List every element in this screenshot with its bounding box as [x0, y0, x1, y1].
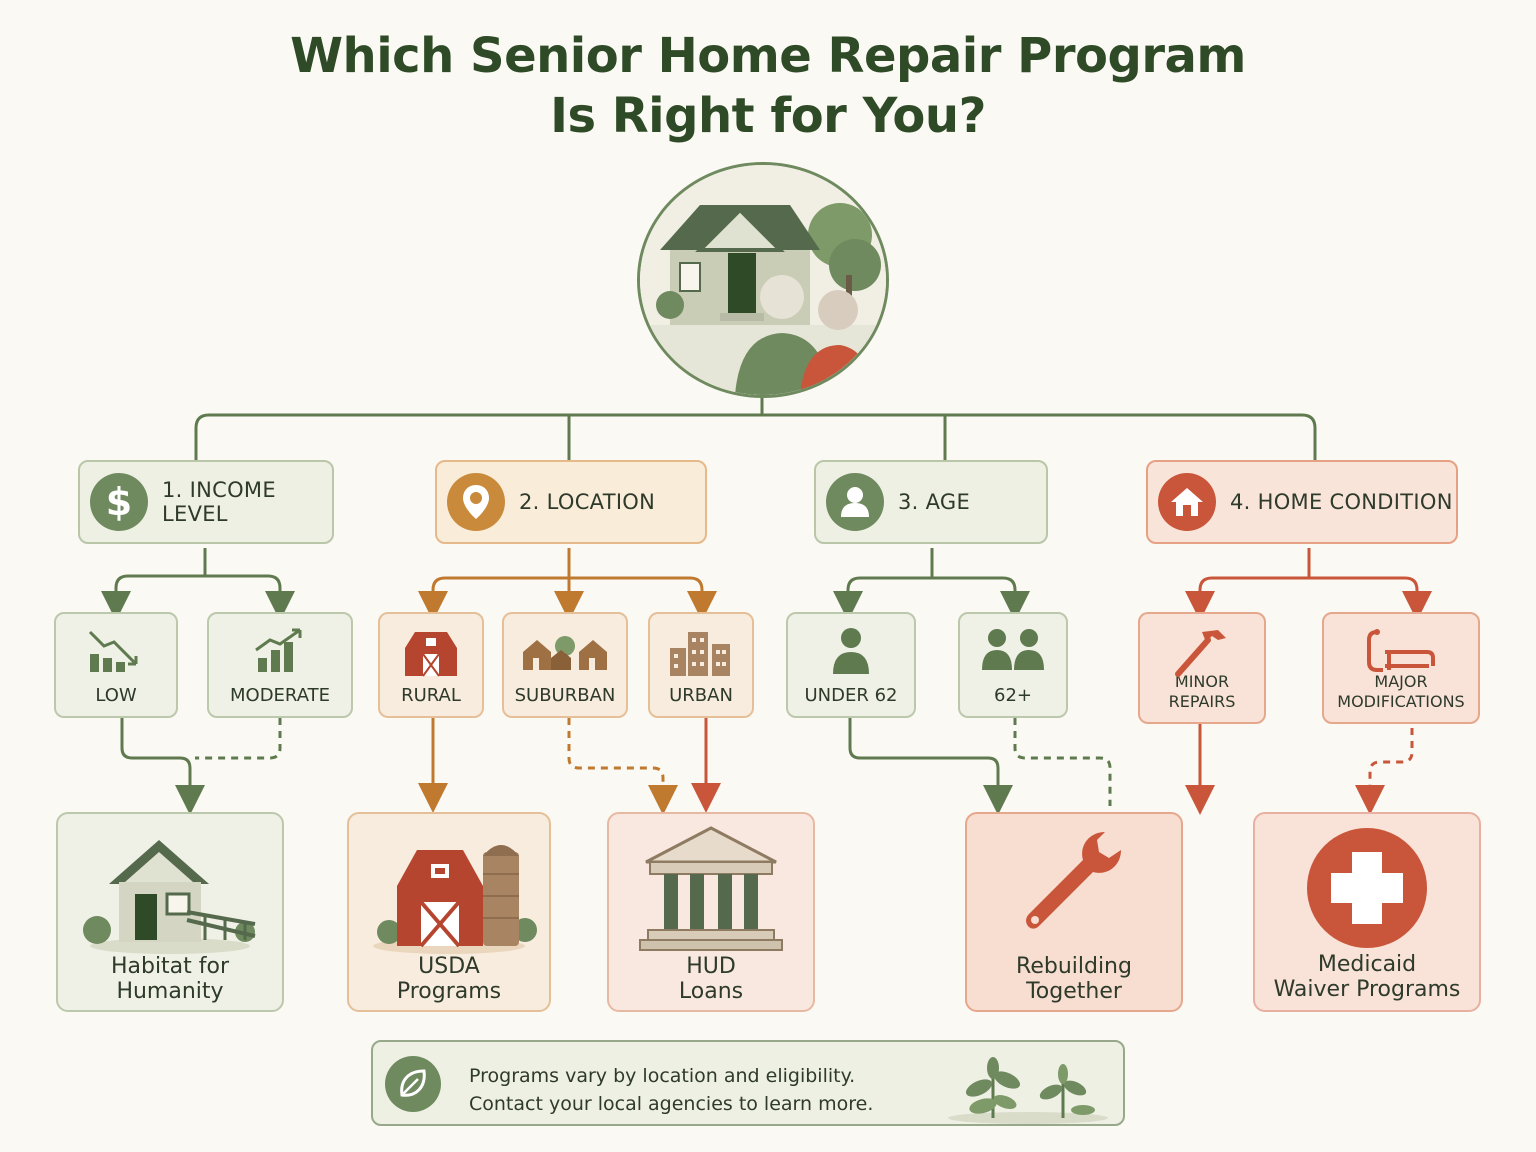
houses-icon — [504, 626, 626, 674]
result-label-line-1: Habitat for — [110, 954, 230, 979]
person-icon — [826, 473, 884, 531]
option-under-62[interactable]: UNDER 62 — [786, 612, 916, 718]
result-usda-programs[interactable]: USDA Programs — [347, 812, 551, 1012]
option-label-line-2: MODIFICATIONS — [1337, 692, 1465, 711]
option-label-line-1: MINOR — [1174, 672, 1230, 691]
option-moderate-income[interactable]: MODERATE — [207, 612, 353, 718]
option-label: MODERATE — [230, 685, 330, 706]
option-label: MAJOR MODIFICATIONS — [1337, 672, 1464, 712]
category-label: 1. INCOME LEVEL — [162, 478, 276, 526]
house-icon — [1158, 473, 1216, 531]
plants-decoration — [948, 1057, 1108, 1124]
result-label-line-2: Loans — [678, 979, 744, 1004]
barn-silo-icon — [349, 824, 549, 954]
result-label-line-1: HUD — [686, 954, 736, 979]
page-title-line-2: Is Right for You? — [550, 88, 986, 144]
barn-icon — [380, 626, 482, 678]
grab-bar-icon — [1324, 626, 1478, 678]
leaf-icon — [385, 1056, 441, 1112]
option-label: URBAN — [669, 685, 733, 706]
result-label: USDA Programs — [349, 954, 549, 1004]
result-habitat-for-humanity[interactable]: Habitat for Humanity — [56, 812, 284, 1012]
option-label-line-2: REPAIRS — [1168, 692, 1236, 711]
option-label: SUBURBAN — [514, 685, 616, 706]
result-label-line-2: Humanity — [116, 979, 224, 1004]
option-label: 62+ — [994, 685, 1032, 706]
category-home-condition[interactable]: 4. HOME CONDITION — [1146, 460, 1458, 544]
note-text: Programs vary by location and eligibilit… — [469, 1062, 873, 1118]
two-people-icon — [960, 626, 1066, 672]
chart-up-icon — [209, 626, 351, 674]
bank-building-icon — [609, 824, 813, 954]
option-label-line-1: MAJOR — [1374, 672, 1428, 691]
option-urban[interactable]: URBAN — [648, 612, 754, 718]
category-age[interactable]: 3. AGE — [814, 460, 1048, 544]
result-label-line-1: Medicaid — [1317, 952, 1417, 977]
category-label: 2. LOCATION — [519, 490, 656, 514]
note-line-1: Programs vary by location and eligibilit… — [469, 1065, 856, 1087]
result-label-line-2: Programs — [396, 979, 502, 1004]
page-title-line-1: Which Senior Home Repair Program — [290, 28, 1246, 84]
option-label: RURAL — [401, 685, 461, 706]
wrench-icon — [967, 824, 1181, 954]
option-label: UNDER 62 — [804, 685, 898, 706]
result-label: Habitat for Humanity — [58, 954, 282, 1004]
option-low-income[interactable]: LOW — [54, 612, 178, 718]
note-line-2: Contact your local agencies to learn mor… — [469, 1093, 874, 1115]
result-label-line-2: Waiver Programs — [1273, 977, 1461, 1002]
chart-down-icon — [56, 626, 176, 674]
hero-illustration — [637, 162, 889, 398]
option-rural[interactable]: RURAL — [378, 612, 484, 718]
result-label: HUD Loans — [609, 954, 813, 1004]
map-pin-icon — [447, 473, 505, 531]
result-medicaid-waiver-programs[interactable]: Medicaid Waiver Programs — [1253, 812, 1481, 1012]
medical-cross-icon — [1255, 824, 1479, 954]
seniors-house-illustration — [640, 165, 886, 395]
result-label: Rebuilding Together — [967, 954, 1181, 1004]
option-label: LOW — [95, 685, 137, 706]
option-label: MINOR REPAIRS — [1169, 672, 1236, 712]
dollar-icon: $ — [90, 473, 148, 531]
person-icon — [788, 626, 914, 676]
result-hud-loans[interactable]: HUD Loans — [607, 812, 815, 1012]
option-62-plus[interactable]: 62+ — [958, 612, 1068, 718]
category-location[interactable]: 2. LOCATION — [435, 460, 707, 544]
result-rebuilding-together[interactable]: Rebuilding Together — [965, 812, 1183, 1012]
result-label: Medicaid Waiver Programs — [1255, 952, 1479, 1002]
option-minor-repairs[interactable]: MINOR REPAIRS — [1138, 612, 1266, 724]
option-major-modifications[interactable]: MAJOR MODIFICATIONS — [1322, 612, 1480, 724]
hammer-icon — [1140, 626, 1264, 682]
result-label-line-2: Together — [1026, 979, 1122, 1004]
result-label-line-1: USDA — [418, 954, 480, 979]
category-label: 3. AGE — [898, 490, 971, 514]
info-note: Programs vary by location and eligibilit… — [371, 1040, 1125, 1126]
buildings-icon — [650, 626, 752, 678]
result-label-line-1: Rebuilding — [1016, 954, 1132, 979]
category-label: 4. HOME CONDITION — [1230, 490, 1453, 514]
category-income-level[interactable]: $ 1. INCOME LEVEL — [78, 460, 334, 544]
house-ramp-icon — [58, 824, 282, 954]
option-suburban[interactable]: SUBURBAN — [502, 612, 628, 718]
